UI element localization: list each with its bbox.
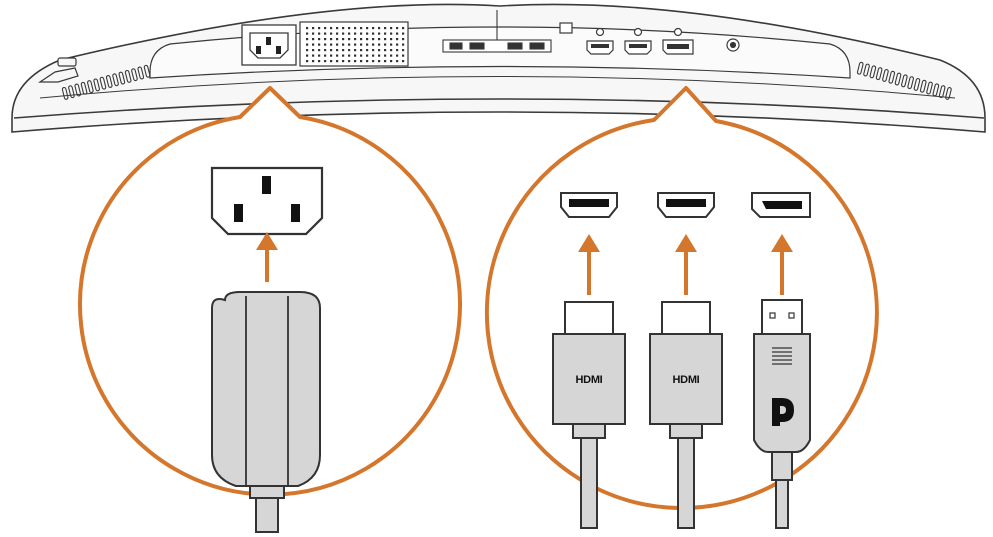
hdmi-2-group	[649, 192, 723, 529]
hdmi-1-cable-label: HDMI	[576, 374, 603, 386]
displayport-logo-icon	[772, 398, 794, 426]
monitor-bezel-line	[13, 98, 985, 119]
monitor-power-socket	[241, 24, 297, 66]
hdmi-2-arrow	[675, 234, 697, 295]
hdmi-2-cable-connector	[649, 301, 723, 529]
hdmi-1-cable-connector	[552, 301, 626, 529]
hdmi-port-icon	[560, 192, 618, 218]
power-plug-icon	[211, 291, 321, 533]
displayport-group	[751, 192, 811, 529]
monitor-rear	[11, 3, 986, 133]
monitor-video-ports	[559, 22, 740, 55]
displayport-arrow	[771, 234, 793, 295]
hdmi-port-icon	[657, 192, 715, 218]
ac-power-socket-icon	[210, 166, 324, 236]
side-buttons	[38, 57, 79, 83]
hdmi-2-cable-label: HDMI	[673, 374, 700, 386]
left-vents	[61, 64, 151, 100]
speaker-grid	[299, 21, 409, 67]
center-ports	[442, 10, 552, 53]
right-vents	[856, 61, 952, 100]
power-arrow	[256, 232, 278, 282]
hdmi-1-arrow	[578, 234, 600, 295]
displayport-cable-connector	[753, 299, 811, 529]
hdmi-1-group	[552, 192, 626, 529]
displayport-port-icon	[751, 192, 811, 218]
